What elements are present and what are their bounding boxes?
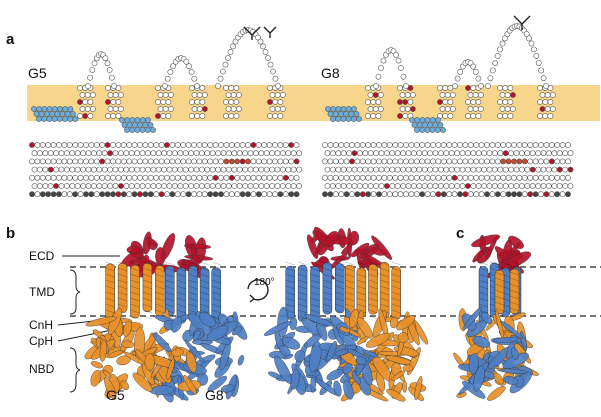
structure-label-g8: G8 xyxy=(205,387,224,403)
panel-a-label: a xyxy=(6,31,15,48)
nbd-brace xyxy=(69,347,81,393)
topology-map-g5 xyxy=(29,27,302,198)
region-label-cnh: CnH xyxy=(29,318,53,332)
rotation-icon xyxy=(247,279,269,303)
region-label-cph: CpH xyxy=(29,334,53,348)
structure-side-view xyxy=(453,234,539,401)
region-label-ecd: ECD xyxy=(29,249,55,263)
rotation-label: 180° xyxy=(254,277,275,288)
topology-map-g8 xyxy=(322,23,574,198)
panel-c-label: c xyxy=(456,225,464,242)
topology-label-g5: G5 xyxy=(28,65,47,81)
cph-leader-line xyxy=(57,329,113,342)
region-label-nbd: NBD xyxy=(29,362,55,376)
glycosylation-mark-g5 xyxy=(243,26,277,40)
region-label-tmd: TMD xyxy=(29,285,55,299)
structure-front-view xyxy=(84,231,248,403)
panel-b-label: b xyxy=(6,225,15,242)
glycosylation-mark-g8 xyxy=(513,15,531,30)
structure-back-view xyxy=(263,226,429,402)
structure-label-g5: G5 xyxy=(106,387,125,403)
topology-label-g8: G8 xyxy=(321,65,340,81)
tmd-brace xyxy=(69,269,81,315)
